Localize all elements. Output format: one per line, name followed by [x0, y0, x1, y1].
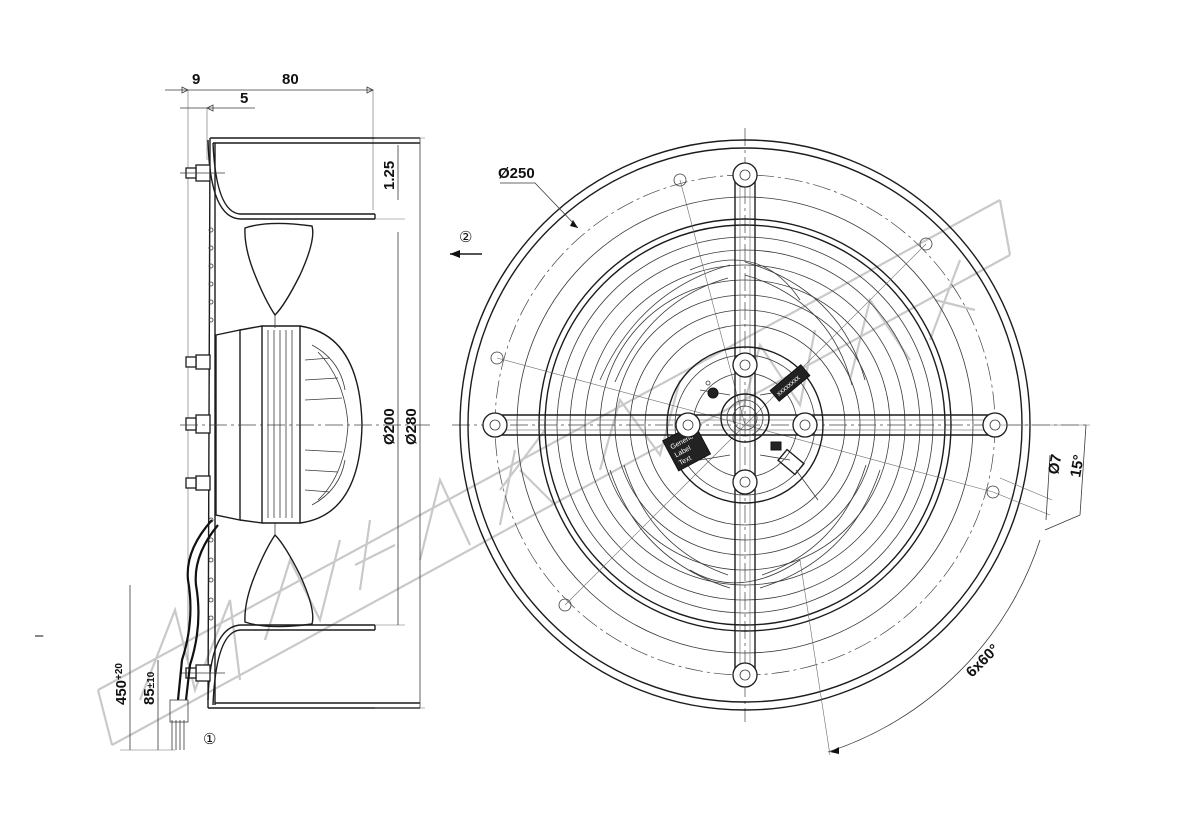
cable-gland-front	[770, 441, 819, 501]
side-bolts	[180, 164, 225, 682]
dim-1-25: 1.25	[381, 161, 398, 190]
dim-80: 80	[282, 71, 299, 88]
dim-right: 1.25 Ø200 Ø280	[375, 137, 425, 709]
dim-dia200: Ø200	[381, 408, 398, 445]
dim-6x60: 6x60°	[799, 539, 1041, 756]
svg-text:15°: 15°	[1067, 453, 1088, 478]
dim-top: 9 80 5	[165, 71, 374, 112]
cable	[169, 519, 219, 750]
dim-dia250: Ø250	[498, 165, 579, 229]
airflow-arrow-icon	[450, 250, 460, 258]
front-blades	[599, 259, 881, 589]
dim-cable: 450+20 85±10	[113, 585, 175, 751]
motor-side	[215, 325, 363, 524]
blade-upper	[244, 222, 314, 328]
callout-airflow: ②	[459, 229, 472, 246]
mounting-holes	[490, 173, 1000, 612]
svg-text:Ø7: Ø7	[1045, 453, 1065, 476]
dim-cable-450: 450+20	[113, 663, 130, 705]
blade-lower	[244, 522, 314, 628]
dim-dia280: Ø280	[403, 408, 420, 445]
flange-holes	[208, 227, 214, 621]
svg-text:Ø250: Ø250	[498, 165, 535, 182]
side-view: 9 80 5 1.25 Ø200 Ø280 450+20 85±10 ① –	[35, 71, 430, 751]
dim-cable-85: 85±10	[141, 671, 158, 705]
dim-9: 9	[192, 71, 200, 88]
front-bolts	[482, 162, 1008, 688]
dim-hole-angle: Ø7 15°	[992, 424, 1090, 531]
margin-mark: –	[35, 627, 44, 644]
watermark	[96, 199, 1012, 746]
airflow-indicator: ②	[450, 229, 482, 258]
label-plate-left: Generic Label Text	[662, 423, 712, 472]
svg-text:6x60°: 6x60°	[963, 641, 1003, 681]
front-view: Generic Label Text xxxxxxxx	[452, 128, 1090, 756]
callout-cable: ①	[203, 731, 216, 748]
dim-5: 5	[240, 90, 248, 107]
